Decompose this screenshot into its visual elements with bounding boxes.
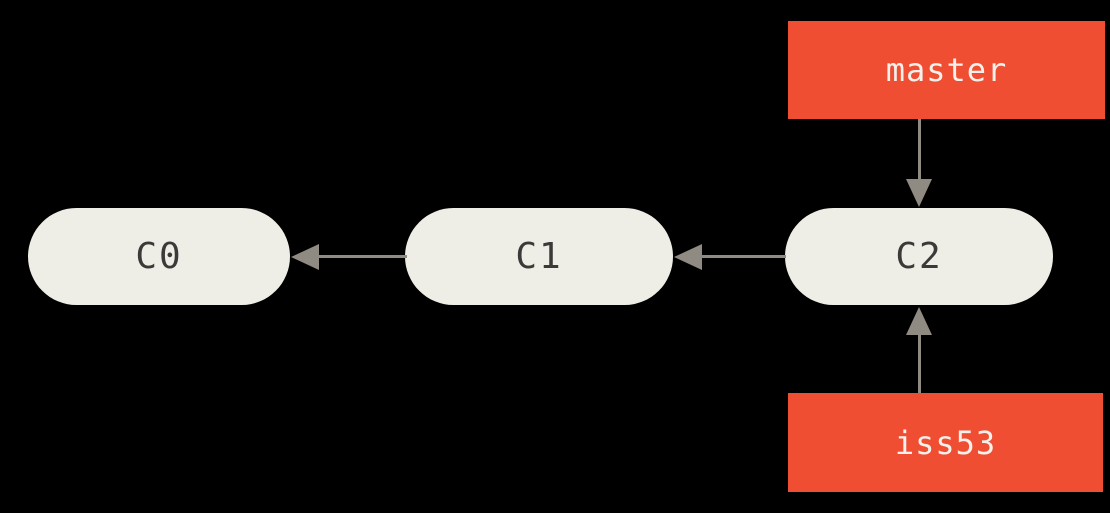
arrow-master-to-c2-shaft (918, 119, 921, 180)
arrow-iss53-to-c2-shaft (918, 333, 921, 393)
commit-node-c1: C1 (405, 208, 673, 305)
arrow-c2-to-c1-shaft (700, 255, 786, 258)
commit-node-c2-label: C2 (895, 236, 943, 277)
commit-node-c1-label: C1 (515, 236, 563, 277)
branch-label-iss53-text: iss53 (894, 423, 997, 462)
commit-node-c0-label: C0 (135, 236, 183, 277)
arrow-master-to-c2-head-icon (906, 179, 932, 207)
branch-label-master: master (788, 21, 1105, 119)
commit-node-c0: C0 (28, 208, 290, 305)
branch-label-iss53: iss53 (788, 393, 1103, 492)
commit-node-c2: C2 (785, 208, 1053, 305)
branch-label-master-text: master (885, 51, 1008, 89)
arrow-iss53-to-c2-head-icon (906, 307, 932, 335)
arrow-c1-to-c0-shaft (317, 255, 407, 258)
arrow-c2-to-c1-head-icon (674, 244, 702, 270)
arrow-c1-to-c0-head-icon (291, 244, 319, 270)
